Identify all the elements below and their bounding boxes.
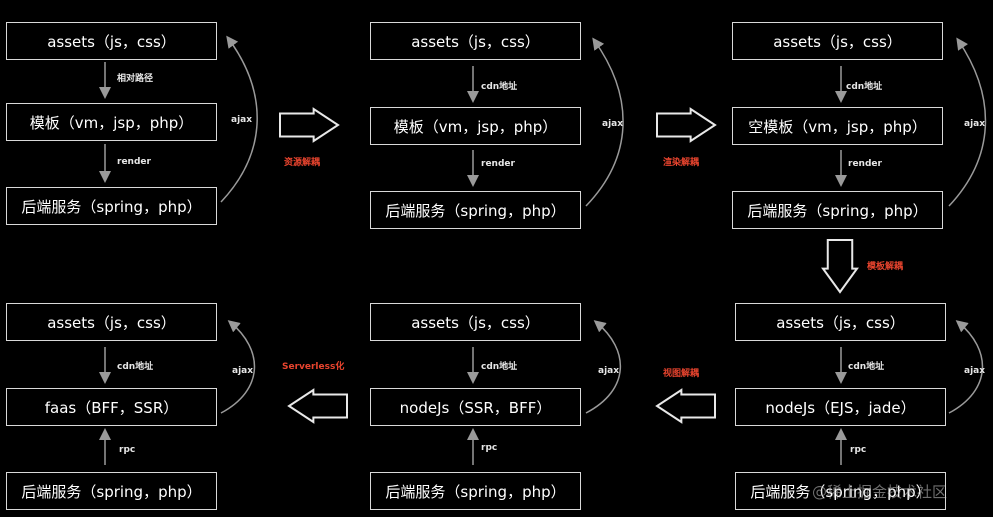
panel4-assets-box: assets（js，css） [735,303,946,341]
panel5-ajax-label: ajax [598,366,620,376]
panel1-ajax-arrow [220,35,258,203]
panel2-ajax-arrow [585,37,624,207]
panel5-arrow1-label: cdn地址 [481,362,518,372]
panel1-ajax-label: ajax [231,115,253,125]
panel1-template-box: 模板（vm，jsp，php） [6,103,217,141]
panel6-arrow2-label: rpc [119,445,136,455]
panel3-ajax-label: ajax [964,119,986,129]
panel6-backend-box: 后端服务（spring，php） [6,472,217,510]
watermark: @稀土掘金技术社区 [812,483,948,501]
panel4-backend-box: 后端服务（spring，php） [735,472,946,510]
panel5-assets-box: assets（js，css） [370,303,581,341]
panel6-faas-box: faas（BFF，SSR） [6,388,217,426]
panel5-arrow2-label: rpc [481,443,498,453]
panel1-backend-box: 后端服务（spring，php） [6,187,217,225]
panel1-arrow1-label: 相对路径 [117,74,154,84]
panel3-ajax-arrow [948,37,987,207]
transition-arrow-2 [656,107,717,143]
panel3-backend-box: 后端服务（spring，php） [732,191,943,229]
panel5-backend-box: 后端服务（spring，php） [370,472,581,510]
panel6-ajax-arrow [220,320,256,414]
panel6-ajax-label: ajax [232,366,254,376]
panel1-assets-box: assets（js，css） [6,22,217,60]
transition-arrow-5 [287,388,348,424]
panel3-assets-box: assets（js，css） [732,22,943,60]
panel2-arrow1-label: cdn地址 [481,82,518,92]
panel4-nodejs-box: nodeJs（EJS，jade） [735,388,946,426]
transition-arrow-1 [279,107,340,143]
panel6-arrow1-label: cdn地址 [117,362,154,372]
panel3-template-box: 空模板（vm，jsp，php） [732,107,943,145]
transition-label-template-decoupling: 模板解耦 [867,262,904,272]
panel2-ajax-label: ajax [602,119,624,129]
panel3-arrow2-label: render [848,159,882,169]
panel2-assets-box: assets（js，css） [370,22,581,60]
transition-arrow-4 [655,388,716,424]
transition-label-serverless: Serverless化 [282,362,345,372]
panel5-ajax-arrow [585,320,621,414]
panel2-template-box: 模板（vm，jsp，php） [370,107,581,145]
panel4-arrow1-label: cdn地址 [848,362,885,372]
panel4-ajax-arrow [948,320,984,414]
panel3-arrow1-label: cdn地址 [846,82,883,92]
panel2-backend-box: 后端服务（spring，php） [370,191,581,229]
transition-label-view-decoupling: 视图解耦 [663,369,700,379]
panel6-assets-box: assets（js，css） [6,303,217,341]
panel4-arrow2-label: rpc [850,445,867,455]
transition-label-render-decoupling: 渲染解耦 [663,158,700,168]
panel2-arrow2-label: render [481,159,515,169]
transition-arrow-3 [821,239,859,294]
transition-label-resource-decoupling: 资源解耦 [284,158,321,168]
panel4-ajax-label: ajax [964,366,986,376]
panel1-arrow2-label: render [117,157,151,167]
panel5-nodejs-box: nodeJs（SSR，BFF） [370,388,581,426]
